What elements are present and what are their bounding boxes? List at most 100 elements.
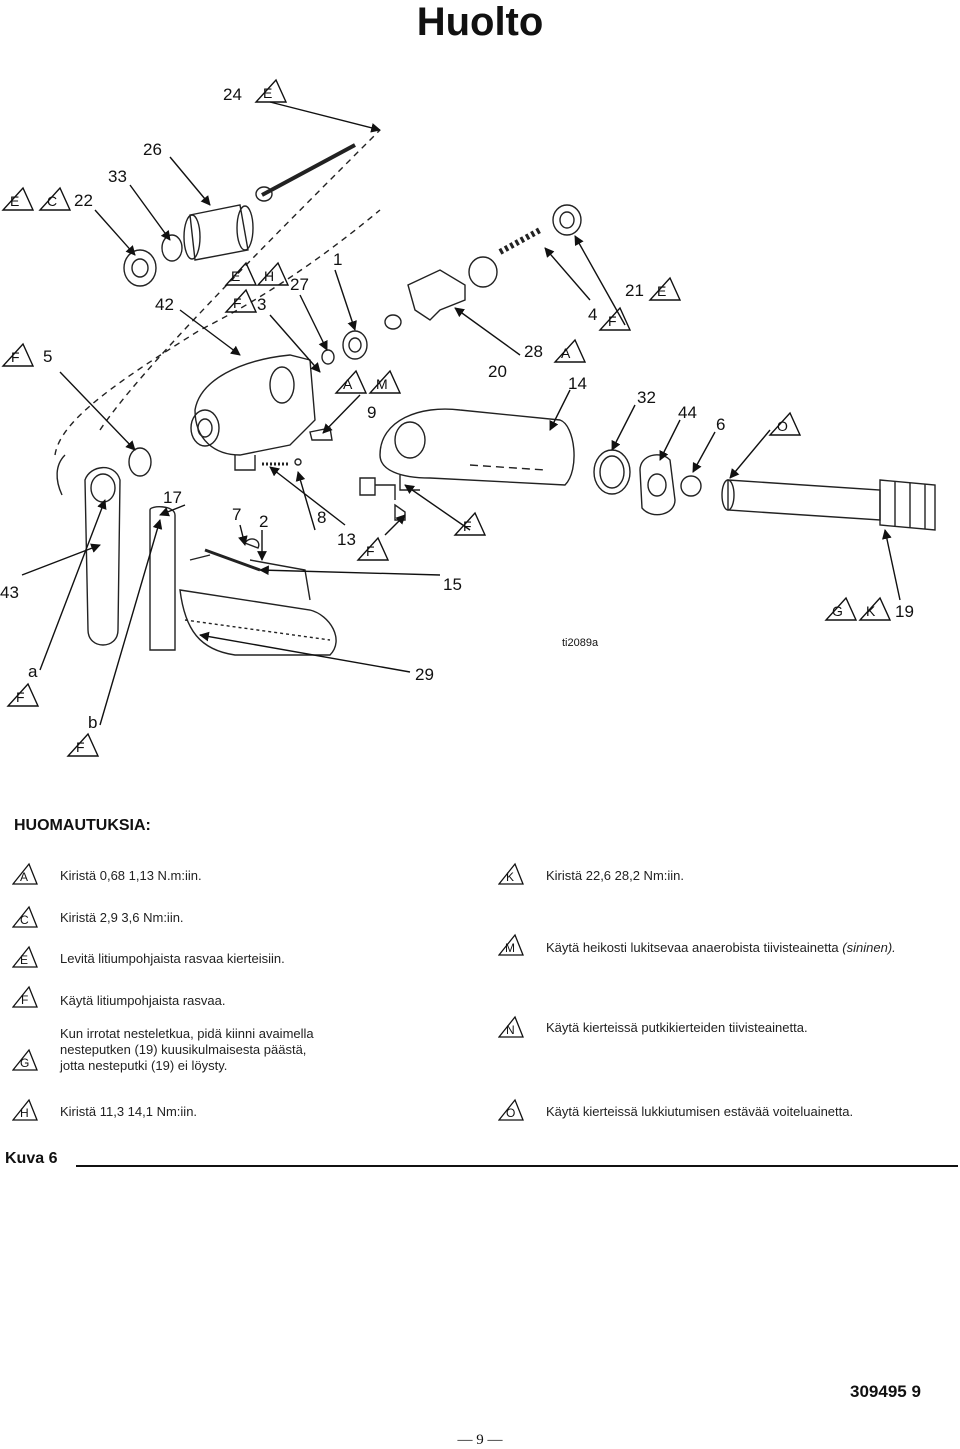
- svg-text:O: O: [506, 1106, 515, 1120]
- svg-text:E: E: [20, 953, 28, 967]
- note-g-text: Kun irrotat nesteletkua, pidä kiinni ava…: [60, 1026, 314, 1073]
- callout-9: 9: [367, 403, 376, 422]
- symbol-e-icon: E: [648, 276, 682, 301]
- symbol-c-icon: C: [38, 186, 72, 211]
- page-number: — 9 —: [457, 1432, 503, 1448]
- svg-text:E: E: [231, 268, 240, 284]
- note-symbol-f-icon: F: [12, 985, 38, 1008]
- note-symbol-e-icon: E: [12, 945, 38, 968]
- symbol-o-icon: O: [768, 411, 802, 436]
- svg-text:F: F: [366, 543, 375, 559]
- exploded-parts-diagram: 24 26 33 22 42 3 27 1 5 9 20 28 14 4 21 …: [0, 78, 936, 757]
- symbol-f-icon: F: [224, 288, 258, 313]
- page-title: Huolto: [416, 0, 544, 44]
- svg-text:A: A: [561, 345, 571, 361]
- leader-lines: [21, 101, 901, 726]
- callout-13: 13: [337, 530, 356, 549]
- symbol-k-icon: K: [858, 596, 892, 621]
- note-f-text: Käytä litiumpohjaista rasvaa.: [60, 993, 226, 1008]
- svg-text:K: K: [506, 870, 514, 884]
- symbol-f-icon: F: [598, 306, 632, 331]
- callout-28: 28: [524, 342, 543, 361]
- symbol-f-icon: F: [356, 536, 390, 561]
- callout-24: 24: [223, 85, 242, 104]
- note-c-text: Kiristä 2,9 3,6 Nm:iin.: [60, 910, 184, 925]
- symbol-a-icon: A: [553, 338, 587, 363]
- svg-text:A: A: [343, 376, 353, 392]
- callout-3: 3: [257, 295, 266, 314]
- svg-text:E: E: [263, 85, 272, 101]
- note-n-text: Käytä kierteissä putkikierteiden tiivist…: [546, 1020, 808, 1035]
- svg-text:F: F: [16, 689, 25, 705]
- note-m-italic: (sininen).: [842, 940, 896, 955]
- svg-text:N: N: [506, 1023, 515, 1037]
- svg-text:E: E: [10, 193, 19, 209]
- callout-33: 33: [108, 167, 127, 186]
- diagram-symbols: E E C E H F F A M A F E O F F G K F F: [1, 78, 892, 757]
- symbol-a-icon: A: [334, 369, 368, 394]
- note-m-text: Käytä heikosti lukitsevaa anaerobista ti…: [546, 940, 956, 956]
- svg-text:G: G: [20, 1056, 29, 1070]
- svg-text:E: E: [657, 283, 666, 299]
- symbol-m-icon: M: [368, 369, 402, 394]
- note-e-text: Levitä litiumpohjaista rasvaa kierteisii…: [60, 951, 285, 966]
- symbol-e-icon: E: [224, 261, 258, 286]
- note-o-text: Käytä kierteissä lukkiutumisen estävää v…: [546, 1104, 854, 1119]
- symbol-f-icon: F: [66, 732, 100, 757]
- symbol-g-icon: G: [824, 596, 858, 621]
- note-symbol-a-icon: A: [12, 862, 38, 885]
- note-k-text: Kiristä 22,6 28,2 Nm:iin.: [546, 868, 685, 883]
- callout-26: 26: [143, 140, 162, 159]
- figure-label: Kuva 6: [5, 1150, 58, 1167]
- callout-29: 29: [415, 665, 434, 684]
- svg-text:F: F: [11, 349, 20, 365]
- callout-42: 42: [155, 295, 174, 314]
- callout-b: b: [88, 713, 97, 732]
- note-symbol-m-icon: M: [498, 933, 524, 956]
- svg-text:G: G: [832, 603, 843, 619]
- callout-21: 21: [625, 281, 644, 300]
- symbol-f-icon: F: [1, 342, 35, 367]
- symbol-h-icon: H: [256, 261, 290, 286]
- note-symbol-k-icon: K: [498, 862, 524, 885]
- document-number: 309495 9: [850, 1382, 921, 1401]
- part-drawings: [54, 129, 936, 656]
- svg-text:F: F: [608, 313, 617, 329]
- callout-a: a: [28, 662, 38, 681]
- svg-text:K: K: [866, 603, 876, 619]
- svg-text:C: C: [20, 913, 29, 927]
- svg-text:H: H: [20, 1106, 29, 1120]
- callout-2: 2: [259, 512, 268, 531]
- note-symbol-c-icon: C: [12, 905, 38, 928]
- callout-27: 27: [290, 275, 309, 294]
- callout-14: 14: [568, 374, 587, 393]
- svg-text:O: O: [777, 418, 788, 434]
- callout-44: 44: [678, 403, 697, 422]
- callout-22: 22: [74, 191, 93, 210]
- note-h-text: Kiristä 11,3 14,1 Nm:iin.: [60, 1104, 198, 1119]
- svg-text:F: F: [76, 739, 85, 755]
- svg-text:A: A: [20, 870, 28, 884]
- callout-5: 5: [43, 347, 52, 366]
- note-symbol-o-icon: O: [498, 1098, 524, 1121]
- note-symbol-n-icon: N: [498, 1015, 524, 1038]
- symbol-e-icon: E: [254, 78, 288, 103]
- callout-4: 4: [588, 305, 597, 324]
- callout-19: 19: [895, 602, 914, 621]
- note-symbol-h-icon: H: [12, 1098, 38, 1121]
- symbol-e-icon: E: [1, 186, 35, 211]
- callout-32: 32: [637, 388, 656, 407]
- svg-text:F: F: [463, 518, 472, 534]
- callout-labels: 24 26 33 22 42 3 27 1 5 9 20 28 14 4 21 …: [0, 85, 914, 732]
- symbol-f-icon: F: [453, 511, 487, 536]
- svg-text:F: F: [21, 993, 28, 1007]
- note-m-main: Käytä heikosti lukitsevaa anaerobista ti…: [546, 940, 839, 955]
- note-symbol-g-icon: G: [12, 1048, 38, 1071]
- callout-20: 20: [488, 362, 507, 381]
- svg-text:C: C: [47, 193, 57, 209]
- svg-text:M: M: [376, 376, 388, 392]
- svg-text:F: F: [233, 295, 242, 311]
- image-reference: ti2089a: [562, 637, 599, 649]
- callout-17: 17: [163, 488, 182, 507]
- callout-6: 6: [716, 415, 725, 434]
